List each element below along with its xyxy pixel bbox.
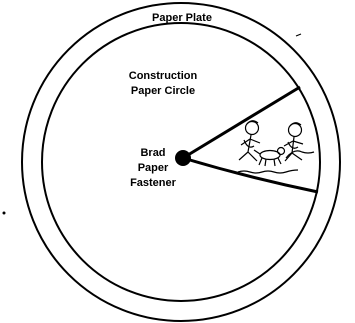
label-fastener: Fastener	[130, 177, 177, 189]
label-paper-plate: Paper Plate	[152, 12, 212, 24]
label-brad: Brad	[140, 147, 165, 159]
decorative-dot	[3, 212, 6, 215]
label-paper-circle: Paper Circle	[131, 85, 195, 97]
label-paper: Paper	[138, 162, 169, 174]
label-construction: Construction	[129, 70, 198, 82]
brad-fastener-dot	[175, 150, 191, 166]
decorative-dash	[296, 34, 301, 36]
